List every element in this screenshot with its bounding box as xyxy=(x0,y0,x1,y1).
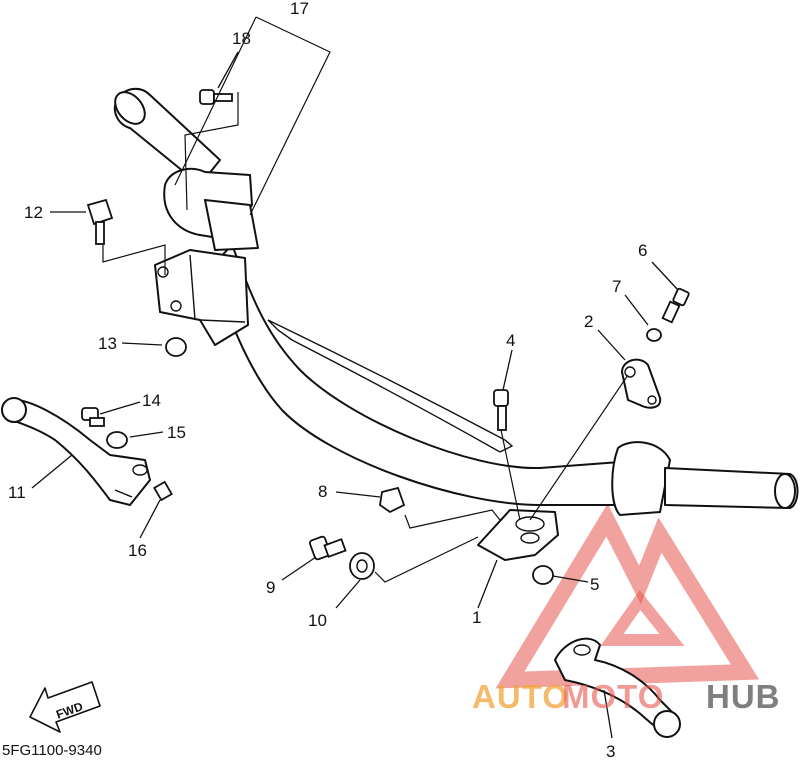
leader-lines xyxy=(31,51,679,739)
handlebar xyxy=(113,87,799,516)
right-lever xyxy=(554,637,681,738)
bolt-6 xyxy=(661,287,690,324)
callout-8: 8 xyxy=(318,482,327,501)
callout-17: 17 xyxy=(290,0,309,18)
watermark-text: AUTO MOTO HUB xyxy=(472,678,781,715)
holder-clamp xyxy=(621,358,662,409)
callout-6: 6 xyxy=(638,241,647,260)
callout-10: 10 xyxy=(308,611,327,630)
callout-1: 1 xyxy=(472,608,481,627)
callout-13: 13 xyxy=(98,334,117,353)
watermark-word-auto: AUTO xyxy=(472,678,569,715)
washer-7 xyxy=(646,328,662,342)
callout-12: 12 xyxy=(24,203,43,222)
bolt-9 xyxy=(309,535,347,561)
lever-bracket xyxy=(477,509,559,561)
callout-11: 11 xyxy=(8,483,26,502)
callout-14: 14 xyxy=(142,391,161,410)
screw-16 xyxy=(153,480,173,502)
callout-9: 9 xyxy=(266,578,275,597)
callout-15: 15 xyxy=(167,423,186,442)
nut-8 xyxy=(379,486,406,514)
diagram-code: 5FG1100-9340 xyxy=(2,742,102,759)
callout-2: 2 xyxy=(584,312,593,331)
callout-7: 7 xyxy=(612,277,621,296)
callout-18: 18 xyxy=(232,29,251,48)
callout-4: 4 xyxy=(506,331,515,350)
bolt-4 xyxy=(493,389,509,431)
left-lever xyxy=(1,397,151,506)
callout-3: 3 xyxy=(606,742,615,760)
bolt-14 xyxy=(81,407,105,427)
assembly-lines xyxy=(102,16,629,583)
fwd-arrow-icon: FWD xyxy=(29,681,101,733)
watermark-word-hub: HUB xyxy=(706,678,781,715)
callout-5: 5 xyxy=(590,575,599,594)
bolt-12 xyxy=(86,198,114,245)
bolt-18 xyxy=(199,89,233,105)
watermark-logo xyxy=(495,503,760,689)
nut-13 xyxy=(165,337,187,357)
callout-16: 16 xyxy=(128,541,147,560)
nut-5 xyxy=(532,565,554,585)
nut-10 xyxy=(349,552,375,580)
watermark-word-moto: MOTO xyxy=(562,678,664,715)
nut-15 xyxy=(106,431,128,449)
callout-numbers: 17 18 12 13 14 15 11 16 4 2 6 7 8 9 10 1… xyxy=(8,0,647,760)
